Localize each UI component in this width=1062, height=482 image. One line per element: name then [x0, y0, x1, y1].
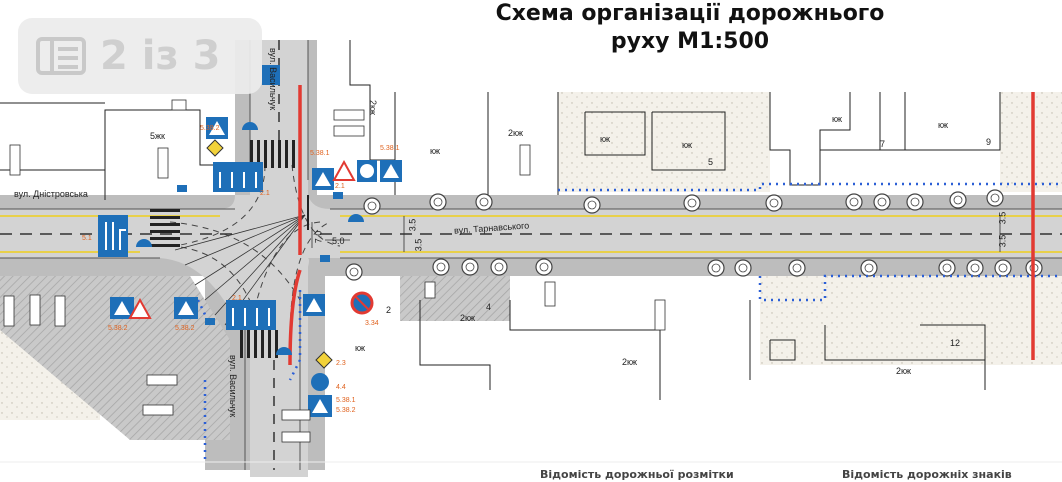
building-label: 5жк [150, 131, 165, 141]
svg-text:5.38.1: 5.38.1 [380, 145, 400, 152]
building-label: 2 [386, 305, 392, 315]
street-label-vasylchuk-top: вул. Васильчук [268, 48, 278, 111]
footer-markings-caption: Відомість дорожньої розмітки [540, 468, 734, 481]
dim-lane: 3.5 [413, 238, 424, 252]
building-label: 2кж [460, 313, 475, 323]
green-area [1000, 92, 1062, 192]
page-counter: 2 із 3 [100, 33, 221, 79]
building-label: кж [682, 140, 692, 150]
sidewalk [0, 195, 1062, 209]
svg-text:3.34: 3.34 [365, 320, 379, 327]
svg-text:5.1: 5.1 [82, 235, 92, 242]
svg-text:5.38.2: 5.38.2 [108, 325, 128, 332]
building-label: 4 [486, 302, 492, 312]
crosswalk-left [150, 209, 180, 247]
building-label: кж [832, 114, 842, 124]
street-label-dnistrovska: вул. Дністровська [14, 189, 88, 199]
svg-text:5.38.2: 5.38.2 [200, 125, 220, 132]
svg-text:5.38.2: 5.38.2 [175, 325, 195, 332]
hatched-area [400, 276, 510, 321]
dim-lane: 3.5 [997, 234, 1008, 248]
svg-text:2.3: 2.3 [336, 360, 346, 367]
building-label: 2кж [368, 100, 378, 115]
svg-text:5.38.2: 5.38.2 [336, 407, 356, 414]
building-label: 5 [708, 157, 714, 167]
trees [345, 189, 1043, 281]
building-label: кж [938, 120, 948, 130]
footer-signs-caption: Відомість дорожніх знаків [842, 468, 1012, 481]
building-label: 9 [986, 137, 992, 147]
title-line-2: руху М1:500 [610, 29, 770, 54]
dim-lane: 3.5 [407, 218, 418, 232]
page-title: Схема організації дорожнього руху М1:500 [380, 0, 1000, 56]
lane-direction-sign [213, 162, 263, 192]
svg-text:2.1: 2.1 [232, 295, 242, 302]
building-label: 7 [880, 139, 886, 149]
green-area [760, 275, 1062, 365]
building-label: кж [600, 134, 610, 144]
direction-sign [311, 373, 329, 391]
page-indicator[interactable]: 2 із 3 [18, 18, 262, 94]
road-signs [98, 65, 402, 417]
building-label: 2кж [896, 366, 911, 376]
dimension-labels [311, 216, 1001, 252]
svg-text:4.4: 4.4 [336, 384, 346, 391]
dim-gap: 7.0 [313, 230, 324, 244]
lane-direction-sign [226, 300, 276, 330]
sidewalk [0, 258, 1062, 276]
street-label-vasylchuk-bottom: вул. Васильчук [228, 355, 238, 418]
blue-dotted-boundary [196, 182, 1062, 460]
building-label: 2кж [622, 357, 637, 367]
road-curve [160, 258, 250, 330]
dim-lane: 3.5 [997, 211, 1008, 225]
svg-text:2.1: 2.1 [260, 190, 270, 197]
annotation-numbers: 5.38.2 5.38.1 2.1 5.38.1 5.38.2 5.38.2 2.3 4.… [82, 125, 400, 414]
svg-text:5.38.1: 5.38.1 [336, 397, 356, 404]
building-label: кж [430, 146, 440, 156]
page-list-icon [36, 37, 86, 75]
sign-posts [136, 122, 364, 355]
dim-width: 5.0 [332, 236, 345, 246]
annotation-boxes [3, 99, 666, 443]
title-line-1: Схема організації дорожнього [495, 1, 885, 26]
green-area [558, 92, 770, 192]
svg-text:2.1: 2.1 [335, 183, 345, 190]
crosswalk-bottom [240, 330, 278, 358]
building-label: 2кж [508, 128, 523, 138]
svg-text:5.38.1: 5.38.1 [310, 150, 330, 157]
crosswalk-top [250, 140, 295, 168]
building-label: 12 [950, 338, 961, 348]
building-label: кж [355, 343, 365, 353]
building-outlines [104, 40, 1001, 400]
